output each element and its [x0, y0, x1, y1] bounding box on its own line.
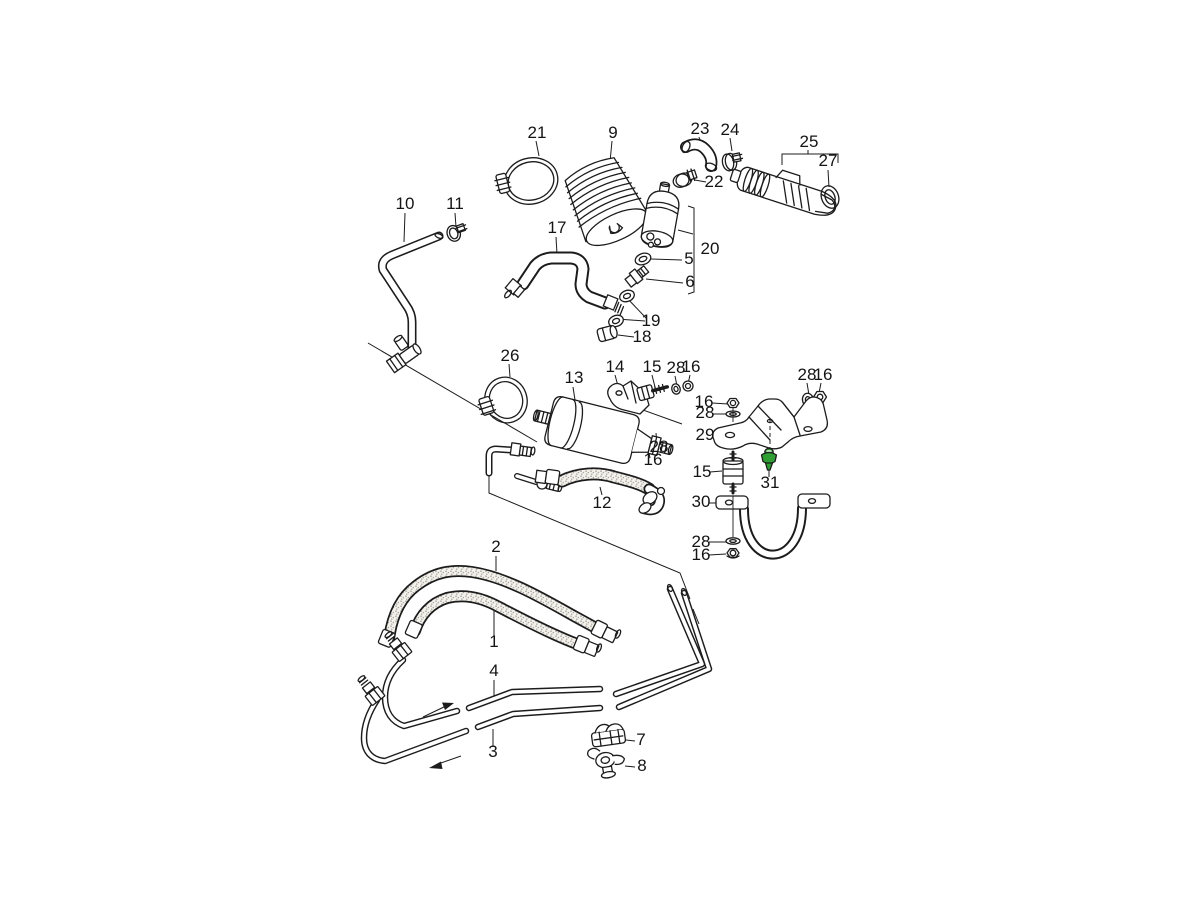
part-3-metal-pipe: [357, 587, 713, 765]
part-16-nut: [682, 380, 694, 392]
callout-11[interactable]: 11: [446, 194, 464, 213]
callout-1[interactable]: 1: [489, 632, 498, 651]
callout-17[interactable]: 17: [548, 218, 567, 237]
callout-28[interactable]: 28: [692, 532, 711, 551]
part-2-braided-hose: [377, 564, 622, 648]
callout-19[interactable]: 19: [642, 311, 661, 330]
callout-8[interactable]: 8: [637, 756, 646, 775]
callout-28[interactable]: 28: [650, 437, 669, 456]
callout-29[interactable]: 29: [696, 425, 715, 444]
part-4-metal-pipe: [381, 583, 706, 730]
bracket-25: [781, 153, 839, 165]
callout-21[interactable]: 21: [528, 123, 547, 142]
part-13-fuel-filter: [532, 396, 674, 464]
callout-31[interactable]: 31: [761, 473, 780, 492]
callout-16[interactable]: 16: [692, 545, 711, 564]
callout-22[interactable]: 22: [705, 172, 724, 191]
callout-16[interactable]: 16: [644, 450, 663, 469]
part-19-washers: [608, 289, 635, 328]
part-9-bellows-boot: [564, 157, 649, 247]
callout-2[interactable]: 2: [491, 537, 500, 556]
callout-20[interactable]: 20: [701, 239, 720, 258]
callout-30[interactable]: 30: [692, 492, 711, 511]
callout-4[interactable]: 4: [489, 661, 498, 680]
part-31-screw-highlighted[interactable]: [760, 447, 778, 471]
part-29-mounting-bracket: [712, 396, 829, 450]
reference-line: [488, 475, 691, 600]
flow-arrow-return-icon: [429, 755, 462, 769]
part-11-clamp: [446, 223, 468, 242]
callout-28[interactable]: 28: [696, 403, 715, 422]
part-30-strap-clamp: [715, 493, 831, 560]
callout-16[interactable]: 16: [814, 365, 833, 384]
part-24-clamp: [721, 152, 744, 172]
callout-7[interactable]: 7: [636, 730, 645, 749]
part-16-nut: [726, 548, 740, 559]
part-27-seal-ring: [820, 185, 840, 209]
part-28-washer: [671, 383, 681, 395]
part-15-rubber-mount: [722, 450, 744, 495]
callout-25[interactable]: 25: [800, 132, 819, 151]
callout-28[interactable]: 28: [798, 365, 817, 384]
reference-line: [692, 608, 700, 625]
callout-26[interactable]: 26: [501, 346, 520, 365]
callout-28[interactable]: 28: [667, 358, 686, 377]
callout-5[interactable]: 5: [684, 249, 693, 268]
callout-15[interactable]: 15: [643, 357, 662, 376]
part-26-hose-clamp: [477, 376, 528, 424]
callout-14[interactable]: 14: [606, 357, 625, 376]
parts-artwork: [357, 138, 840, 779]
part-10-formed-tube: [377, 231, 444, 374]
callout-12[interactable]: 12: [593, 493, 612, 512]
part-25-pump-cartridge: [729, 166, 837, 216]
callout-9[interactable]: 9: [608, 123, 617, 142]
callout-24[interactable]: 24: [721, 120, 740, 139]
part-1-braided-hose: [404, 590, 603, 657]
callout-13[interactable]: 13: [565, 368, 584, 387]
part-23-elbow-hose: [680, 138, 718, 172]
part-28-washer: [725, 537, 741, 545]
callout-6[interactable]: 6: [685, 272, 694, 291]
part-15-rubber-mount: [636, 383, 670, 402]
part-7-pipe-clip: [590, 723, 627, 748]
callout-3[interactable]: 3: [488, 742, 497, 761]
part-12-short-hose: [534, 467, 666, 516]
callout-18[interactable]: 18: [633, 327, 652, 346]
part-8-clip: [586, 747, 626, 779]
part-5-washer: [634, 252, 652, 266]
callout-16[interactable]: 16: [695, 392, 714, 411]
alignment-lines: [732, 407, 771, 537]
part-21-hose-clamp: [494, 157, 559, 205]
flow-arrow-forward-icon: [422, 702, 454, 718]
callout-15[interactable]: 15: [693, 462, 712, 481]
callout-16[interactable]: 16: [682, 357, 701, 376]
part-10-t-fitting: [385, 334, 422, 374]
callout-10[interactable]: 10: [396, 194, 415, 213]
part-17-formed-hose: [504, 251, 625, 316]
callout-23[interactable]: 23: [691, 119, 710, 138]
part-22-clamp: [672, 168, 698, 188]
part-6-fitting-bolt: [624, 265, 650, 288]
bracket-20: [687, 205, 695, 295]
keyhole-cutout: [608, 222, 624, 235]
part-16-nut: [726, 397, 740, 409]
part-18-cap-nut: [596, 325, 618, 343]
callout-27[interactable]: 27: [819, 151, 838, 170]
inlet-elbow-pipe: [485, 442, 536, 477]
part-20-fuel-pump: [640, 181, 680, 248]
